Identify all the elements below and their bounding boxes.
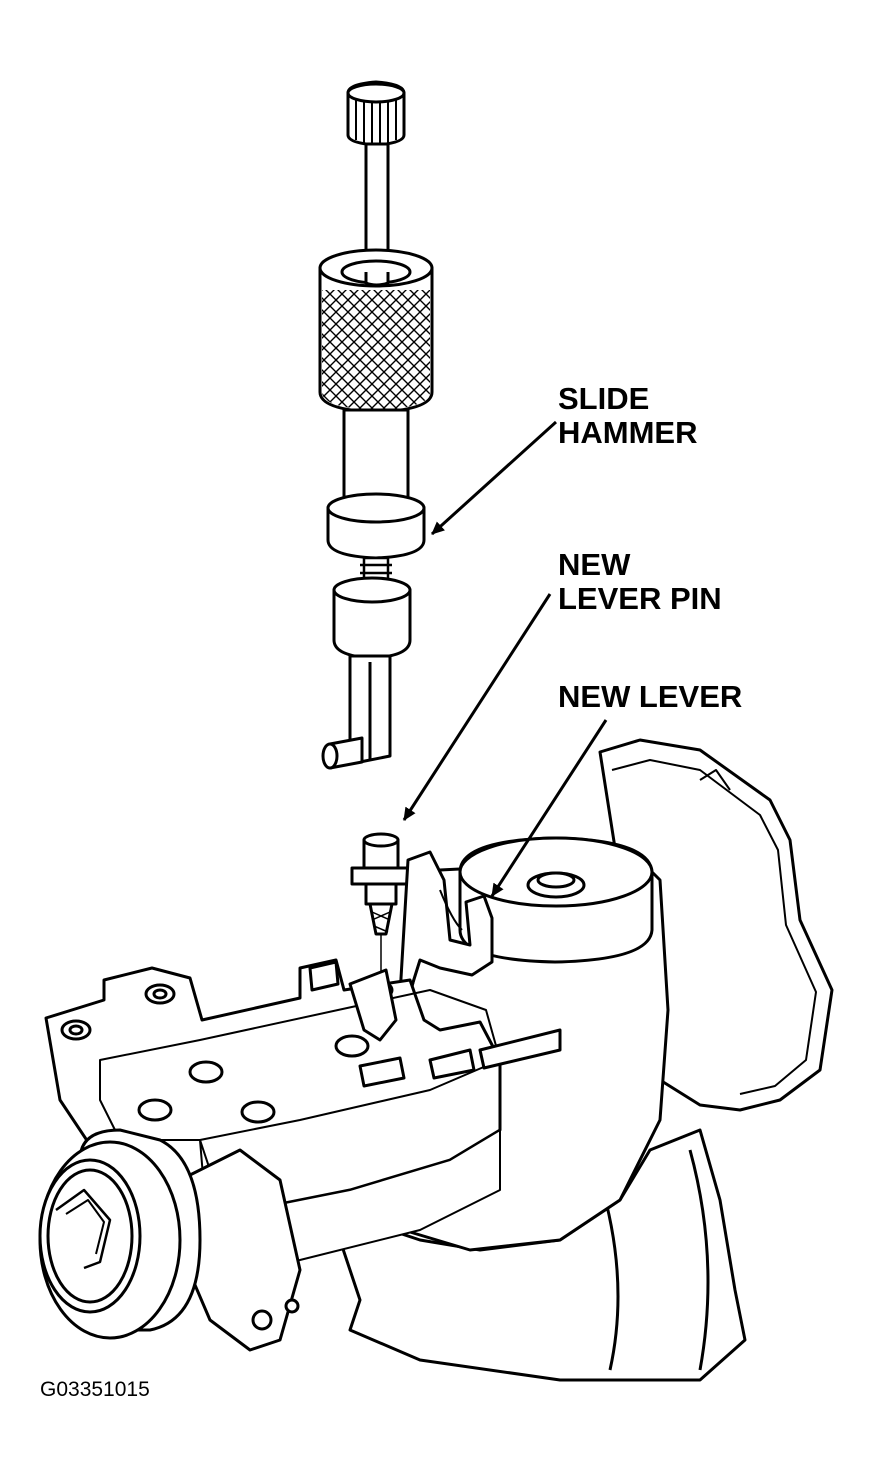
slide-hammer-label-line-2: HAMMER — [558, 415, 698, 450]
slide-hammer-tool — [318, 80, 434, 770]
lever-leader — [490, 719, 608, 897]
lever-pin — [350, 832, 412, 976]
slide-hammer-label: SLIDE HAMMER — [558, 382, 698, 450]
new-lever-pin-label-line-1: NEW — [558, 547, 631, 582]
new-lever-pin-label-line-2: LEVER PIN — [558, 581, 722, 616]
slide-hammer-leader — [430, 420, 558, 536]
new-lever-pin-label: NEW LEVER PIN — [558, 548, 722, 616]
leader-lines — [402, 420, 608, 897]
new-lever-label: NEW LEVER — [558, 680, 742, 714]
lever-pin-leader — [402, 593, 552, 821]
new-lever-label-line-1: NEW LEVER — [558, 679, 743, 714]
slide-hammer-label-line-1: SLIDE — [558, 381, 650, 416]
figure-id: G03351015 — [40, 1378, 150, 1401]
lock-housing — [38, 738, 834, 1382]
